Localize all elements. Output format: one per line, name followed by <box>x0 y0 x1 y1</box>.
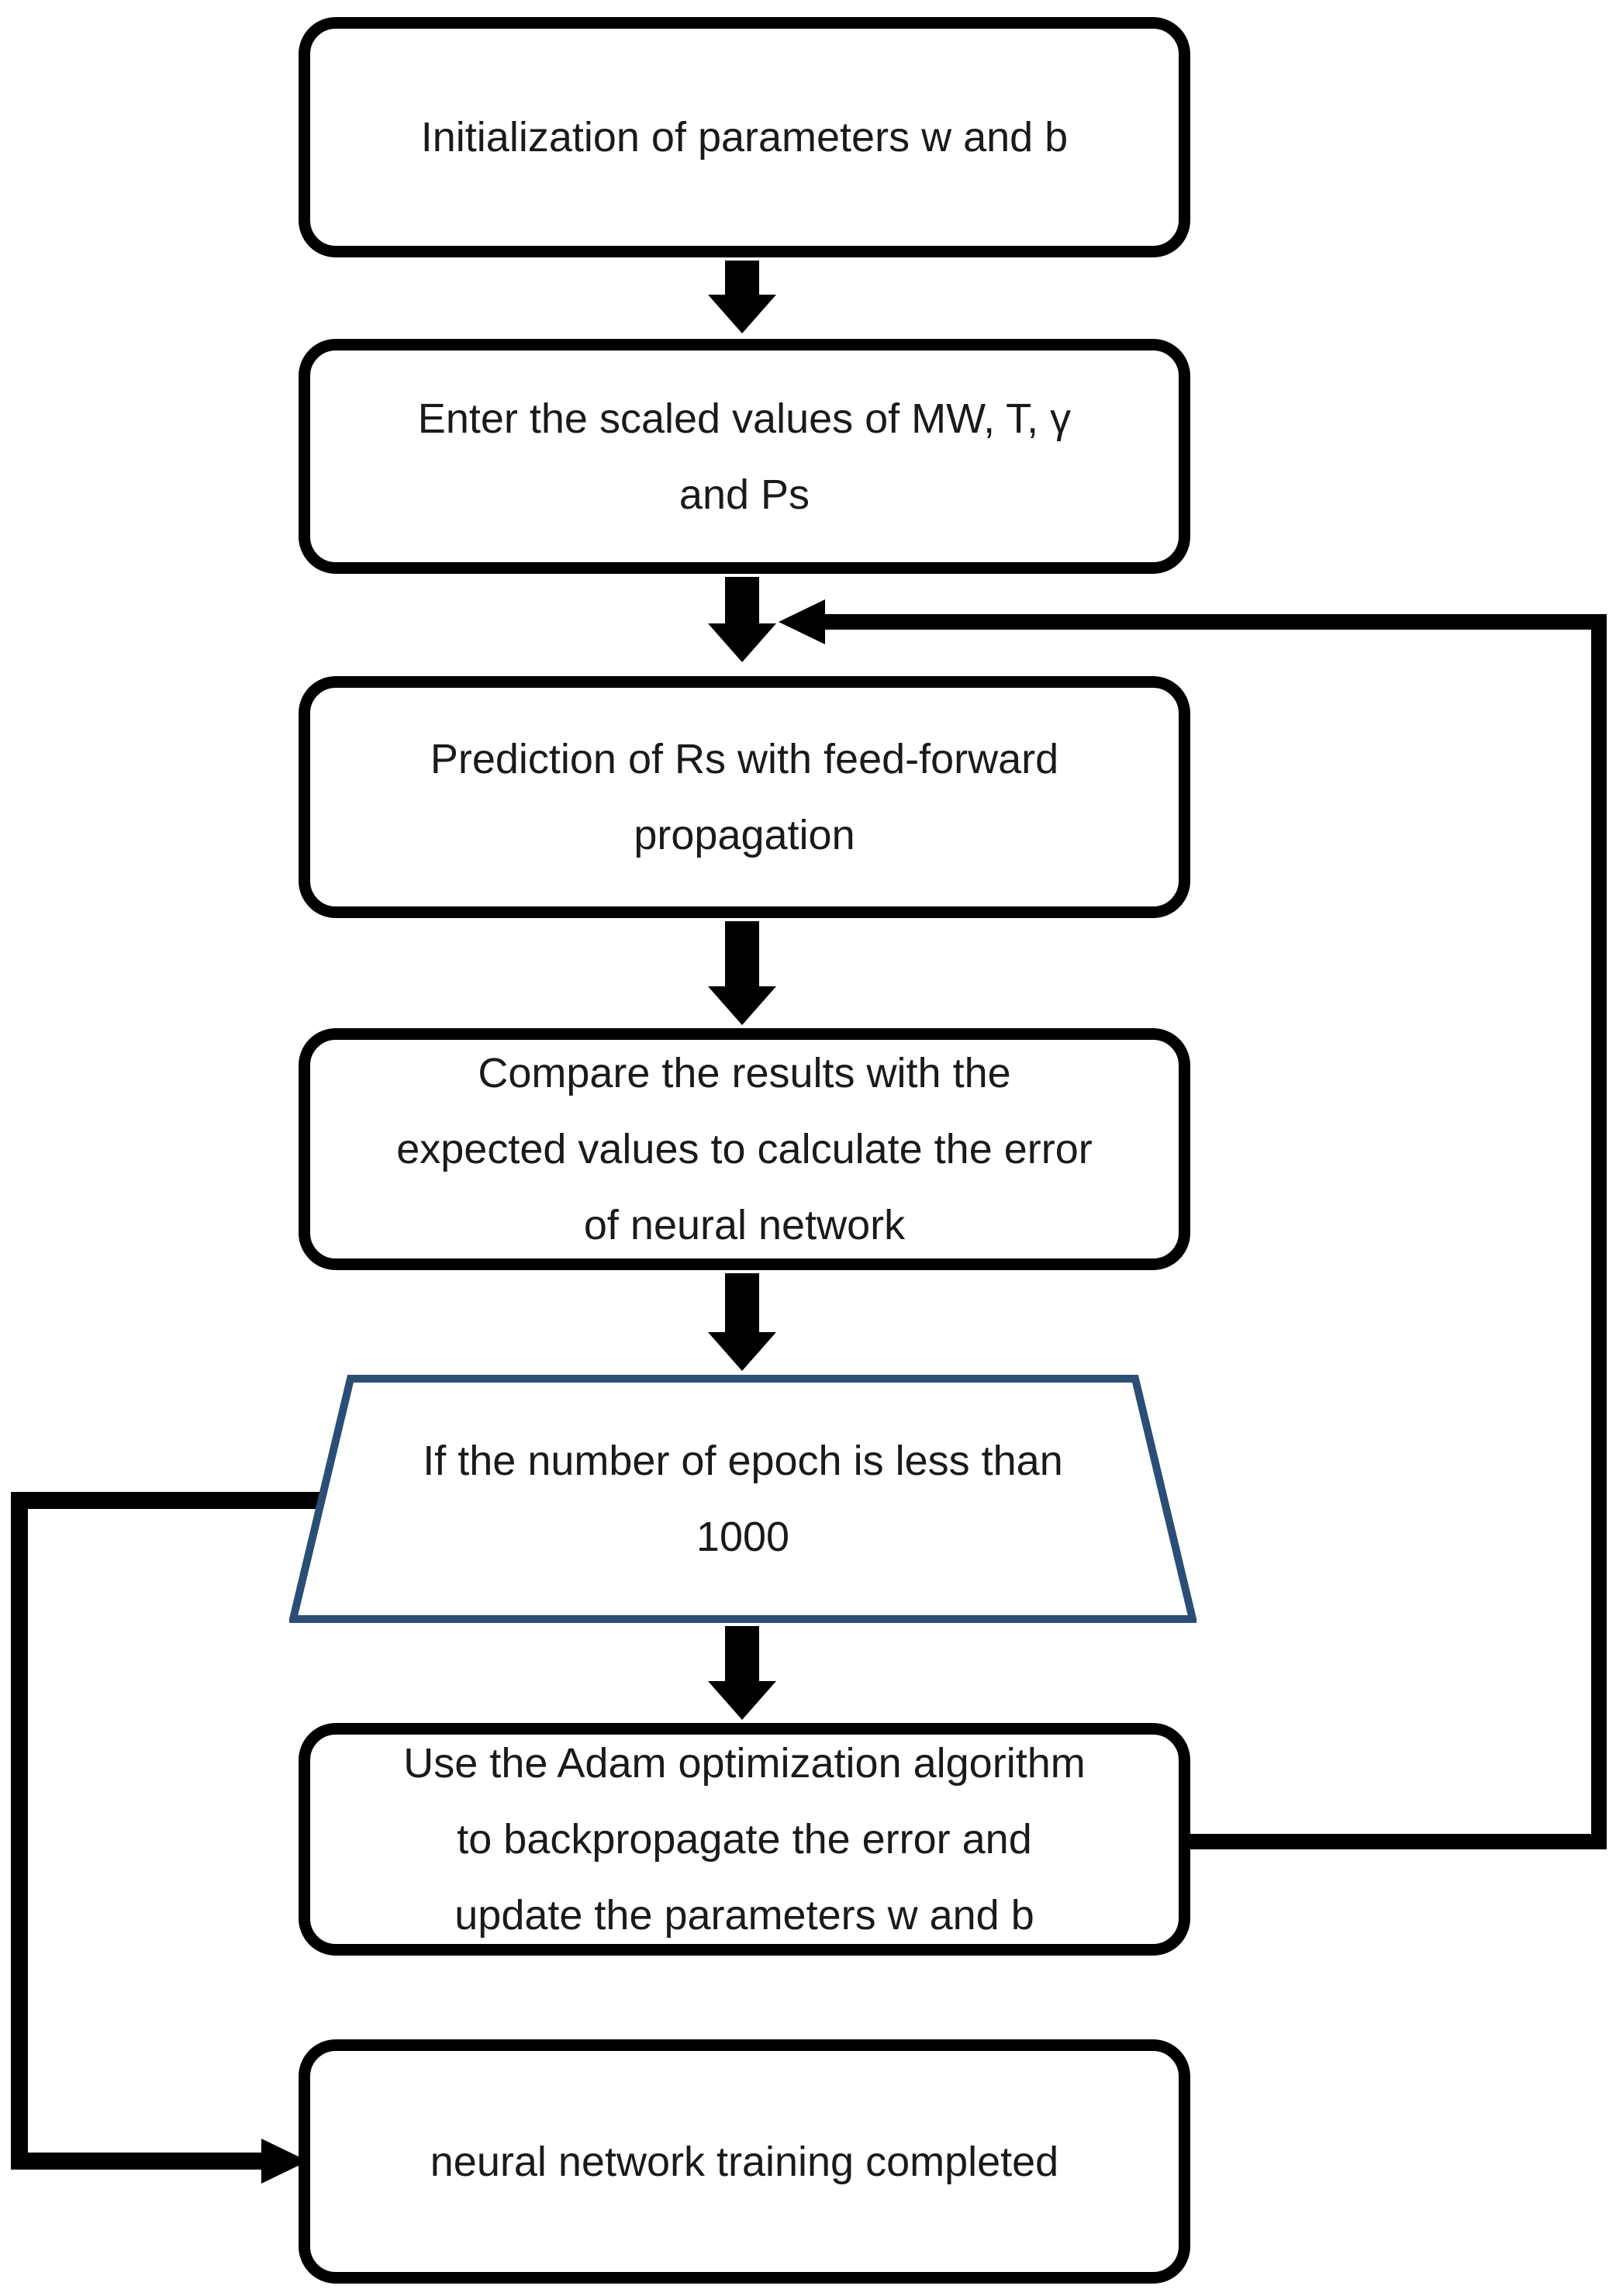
arrow-init-to-input <box>708 261 776 333</box>
trapezoid-shape <box>289 1375 1196 1623</box>
arrow-input-to-predict <box>708 577 776 662</box>
node-epoch-check-decision: If the number of epoch is less than 1000 <box>289 1375 1196 1623</box>
node-initialization-label: Initialization of parameters w and b <box>420 114 1069 161</box>
arrow-compare-to-decision <box>708 1273 776 1371</box>
node-epoch-check-label: If the number of epoch is less than 1000 <box>423 1438 1063 1560</box>
node-training-completed-label: neural network training completed <box>430 2138 1059 2185</box>
loop-left-arrowhead <box>261 2139 308 2184</box>
node-prediction-feed-forward: Prediction of Rs with feed-forward propa… <box>299 676 1190 918</box>
node-training-completed: neural network training completed <box>299 2039 1190 2284</box>
node-compare-results: Compare the results with the expected va… <box>299 1028 1190 1270</box>
loop-right-arrowhead <box>779 599 825 644</box>
node-compare-results-label: Compare the results with the expected va… <box>396 1050 1093 1248</box>
node-initialization: Initialization of parameters w and b <box>299 17 1190 257</box>
loop-right-line <box>824 614 1607 1849</box>
node-enter-scaled-values-label: Enter the scaled values of MW, T, γ and … <box>417 395 1072 518</box>
arrow-decision-to-adam <box>708 1626 776 1720</box>
loop-left-line <box>11 1492 322 2170</box>
node-adam-backpropagation: Use the Adam optimization algorithm to b… <box>299 1723 1190 1956</box>
node-prediction-feed-forward-label: Prediction of Rs with feed-forward propa… <box>430 736 1059 858</box>
arrow-predict-to-compare <box>708 921 776 1025</box>
node-enter-scaled-values: Enter the scaled values of MW, T, γ and … <box>299 339 1190 574</box>
node-adam-backpropagation-label: Use the Adam optimization algorithm to b… <box>403 1740 1086 1939</box>
